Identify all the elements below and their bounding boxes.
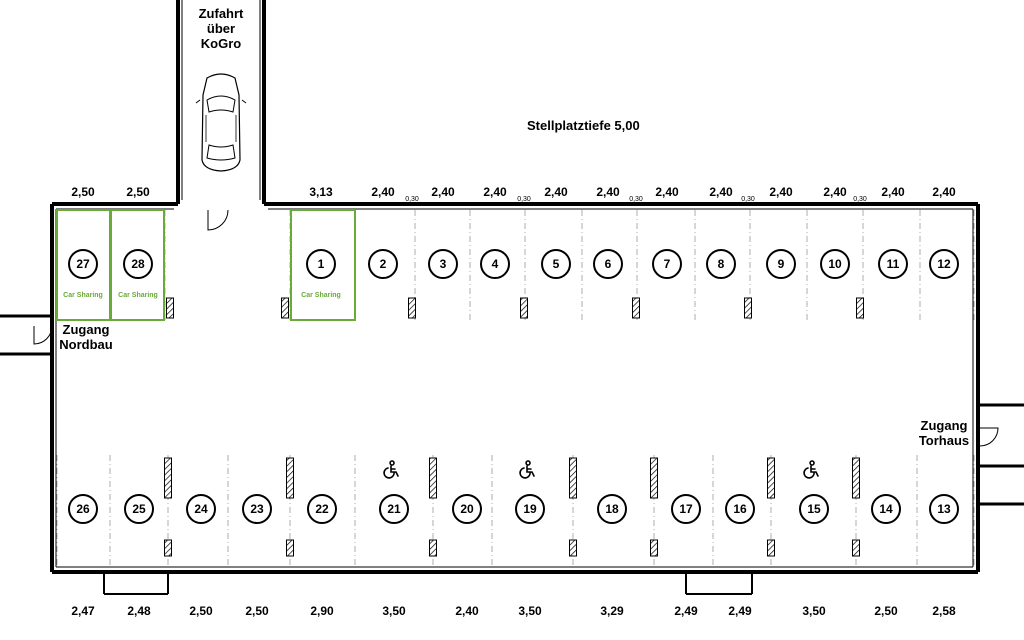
- parking-spot-5: 5: [541, 249, 571, 279]
- bottom-width-dimension: 2,50: [189, 604, 213, 618]
- parking-spot-28: 28: [123, 249, 153, 279]
- parking-spot-15: 15: [799, 494, 829, 524]
- door-3: [979, 427, 999, 447]
- parking-spot-20: 20: [452, 494, 482, 524]
- zugang-nordbau-label: Zugang Nordbau: [59, 322, 113, 352]
- zugang-torhaus-label: Zugang Torhaus: [918, 418, 970, 448]
- bottom-width-dimension: 2,40: [455, 604, 479, 618]
- bottom-width-dimension: 3,50: [518, 604, 542, 618]
- pillars: [164, 297, 864, 557]
- parking-spot-3: 3: [428, 249, 458, 279]
- parking-spot-27: 27: [68, 249, 98, 279]
- pillar-gap-dimension: 0,30: [517, 196, 531, 203]
- top-width-dimension: 2,50: [71, 185, 95, 199]
- parking-spot-2: 2: [368, 249, 398, 279]
- parking-spot-11: 11: [878, 249, 908, 279]
- bottom-width-dimension: 2,47: [71, 604, 95, 618]
- parking-spot-24: 24: [186, 494, 216, 524]
- parking-spot-4: 4: [480, 249, 510, 279]
- bottom-width-dimension: 2,49: [674, 604, 698, 618]
- parking-spot-13: 13: [929, 494, 959, 524]
- parking-spot-22: 22: [307, 494, 337, 524]
- car-sharing-box-2: [110, 209, 165, 321]
- parking-spot-25: 25: [124, 494, 154, 524]
- top-width-dimension: 2,40: [655, 185, 679, 199]
- top-width-dimension: 2,40: [881, 185, 905, 199]
- car-sharing-box-3: [290, 209, 356, 321]
- doors: [33, 209, 999, 447]
- top-width-dimension: 2,50: [126, 185, 150, 199]
- top-width-dimension: 2,40: [483, 185, 507, 199]
- top-width-dimension: 2,40: [544, 185, 568, 199]
- bottom-width-dimension: 3,29: [600, 604, 624, 618]
- bottom-width-dimension: 2,50: [874, 604, 898, 618]
- car-sharing-label: Car Sharing: [301, 292, 341, 299]
- parking-spot-6: 6: [593, 249, 623, 279]
- pillar-gap-dimension: 0,30: [405, 196, 419, 203]
- parking-spot-14: 14: [871, 494, 901, 524]
- bottom-width-dimension: 2,90: [310, 604, 334, 618]
- walls: [0, 0, 1024, 595]
- car-sharing-label: Car Sharing: [118, 292, 158, 299]
- pillar-gap-dimension: 0,30: [741, 196, 755, 203]
- top-width-dimension: 2,40: [932, 185, 956, 199]
- car-icon: [195, 73, 247, 172]
- bottom-width-dimension: 2,49: [728, 604, 752, 618]
- parking-spot-9: 9: [766, 249, 796, 279]
- zufahrt-label: Zufahrt über KoGro: [198, 6, 244, 51]
- wheelchair-icon: [383, 460, 399, 479]
- car-sharing-label: Car Sharing: [63, 292, 103, 299]
- door-1: [207, 209, 229, 231]
- parking-spot-23: 23: [242, 494, 272, 524]
- parking-spot-26: 26: [68, 494, 98, 524]
- parking-spot-1: 1: [306, 249, 336, 279]
- bottom-width-dimension: 2,58: [932, 604, 956, 618]
- parking-spot-18: 18: [597, 494, 627, 524]
- parking-spot-19: 19: [515, 494, 545, 524]
- parking-spot-17: 17: [671, 494, 701, 524]
- car-sharing-boxes: [56, 209, 356, 321]
- wheelchairs: [383, 460, 819, 479]
- top-width-dimension: 2,40: [769, 185, 793, 199]
- top-width-dimension: 2,40: [709, 185, 733, 199]
- pillar-gap-dimension: 0,30: [629, 196, 643, 203]
- parking-spot-8: 8: [706, 249, 736, 279]
- wheelchair-icon: [803, 460, 819, 479]
- parking-spot-12: 12: [929, 249, 959, 279]
- parking-spot-21: 21: [379, 494, 409, 524]
- top-width-dimension: 3,13: [309, 185, 333, 199]
- parking-spot-7: 7: [652, 249, 682, 279]
- wheelchair-icon: [519, 460, 535, 479]
- bottom-width-dimension: 2,50: [245, 604, 269, 618]
- top-width-dimension: 2,40: [823, 185, 847, 199]
- bottom-width-dimension: 3,50: [802, 604, 826, 618]
- parking-spot-10: 10: [820, 249, 850, 279]
- bottom-width-dimension: 3,50: [382, 604, 406, 618]
- bottom-width-dimension: 2,48: [127, 604, 151, 618]
- pillar-gap-dimension: 0,30: [853, 196, 867, 203]
- top-width-dimension: 2,40: [596, 185, 620, 199]
- door-2: [33, 325, 53, 345]
- stellplatztiefe-title: Stellplatztiefe 5,00: [527, 118, 640, 133]
- parking-spot-16: 16: [725, 494, 755, 524]
- top-width-dimension: 2,40: [371, 185, 395, 199]
- top-width-dimension: 2,40: [431, 185, 455, 199]
